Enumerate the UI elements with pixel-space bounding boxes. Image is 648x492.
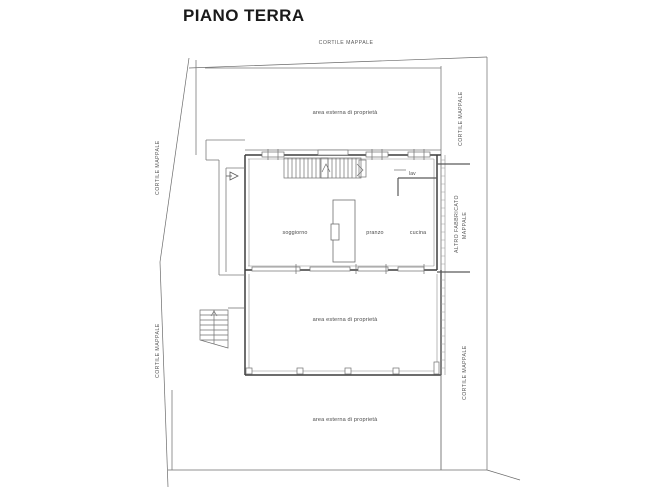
- building-walls: [244, 154, 442, 376]
- opening-middle-1: [251, 266, 301, 272]
- fixture-label-lav: lav: [409, 171, 416, 177]
- internal-staircase: [283, 157, 367, 179]
- altro-fabbricato-divider: [437, 163, 470, 273]
- opening-middle-2: [309, 266, 351, 272]
- north-wall-opening-jambs: [267, 149, 425, 160]
- entrance-door-symbol: [226, 171, 239, 181]
- opening-middle-3: [357, 266, 389, 272]
- staircase-landing: [320, 157, 329, 179]
- window-north-3: [365, 151, 389, 158]
- boundary-top-line: [188, 56, 488, 69]
- window-north-2: [317, 149, 349, 156]
- property-boundary-lines: [159, 56, 521, 488]
- boundary-left-upper-line: [159, 57, 190, 263]
- east-hatched-band: [440, 155, 446, 375]
- boundary-left-lower-line: [159, 261, 169, 488]
- window-north-4: [407, 151, 431, 158]
- page-title: PIANO TERRA: [183, 6, 305, 25]
- middle-wall-openings: [251, 266, 425, 272]
- exterior-area-label-north: area esterna di proprietà: [312, 110, 378, 116]
- external-staircase-up-arrow: [210, 310, 218, 317]
- boundary-label-left-upper: CORTILE MAPPALE: [155, 140, 161, 195]
- boundary-label-right-upper: CORTILE MAPPALE: [458, 91, 464, 146]
- window-north-1: [261, 151, 285, 158]
- pillar-3: [344, 367, 352, 375]
- south-wall-pillars: [245, 361, 440, 375]
- boundary-label-altro-fabbricato-line1: ALTRO FABBRICATO: [454, 195, 460, 253]
- staircase-end-block: [358, 159, 367, 178]
- staircase-direction-arrow: [356, 163, 364, 177]
- room-label-soggiorno: soggiorno: [282, 230, 308, 236]
- boundary-bottom-right-line: [486, 469, 521, 481]
- south-courtyard-outline: [171, 375, 442, 470]
- boundary-label-left-lower: CORTILE MAPPALE: [155, 323, 161, 378]
- exterior-area-label-south: area esterna di proprietà: [312, 417, 378, 423]
- pillar-2: [296, 367, 304, 375]
- middle-wall-jambs: [295, 264, 425, 274]
- wall-inner-faces: [248, 158, 438, 372]
- exterior-area-label-middle: area esterna di proprietà: [312, 317, 378, 323]
- opening-middle-4: [397, 266, 425, 272]
- staircase-outline: [283, 157, 362, 179]
- central-partition-block: [330, 199, 356, 263]
- east-band-hatch-ticks: [441, 159, 445, 369]
- north-wall-openings: [261, 149, 431, 158]
- pillar-1: [245, 367, 253, 375]
- external-staircase: [199, 307, 245, 349]
- boundary-label-right-lower: CORTILE MAPPALE: [462, 345, 468, 400]
- room-label-pranzo: pranzo: [366, 230, 384, 236]
- lav-partition: [397, 177, 437, 196]
- pillar-4: [392, 367, 400, 375]
- partition-recess: [330, 223, 340, 241]
- boundary-label-altro-fabbricato-line2: MAPPALE: [462, 211, 468, 239]
- parcel-envelope: [195, 60, 442, 470]
- boundary-label-top: CORTILE MAPPALE: [318, 40, 374, 46]
- pillar-corner: [433, 361, 440, 375]
- room-label-cucina: cucina: [409, 230, 427, 236]
- north-courtyard-outline: [205, 67, 441, 151]
- staircase-up-arrow: [321, 163, 331, 173]
- west-portico: [205, 139, 245, 276]
